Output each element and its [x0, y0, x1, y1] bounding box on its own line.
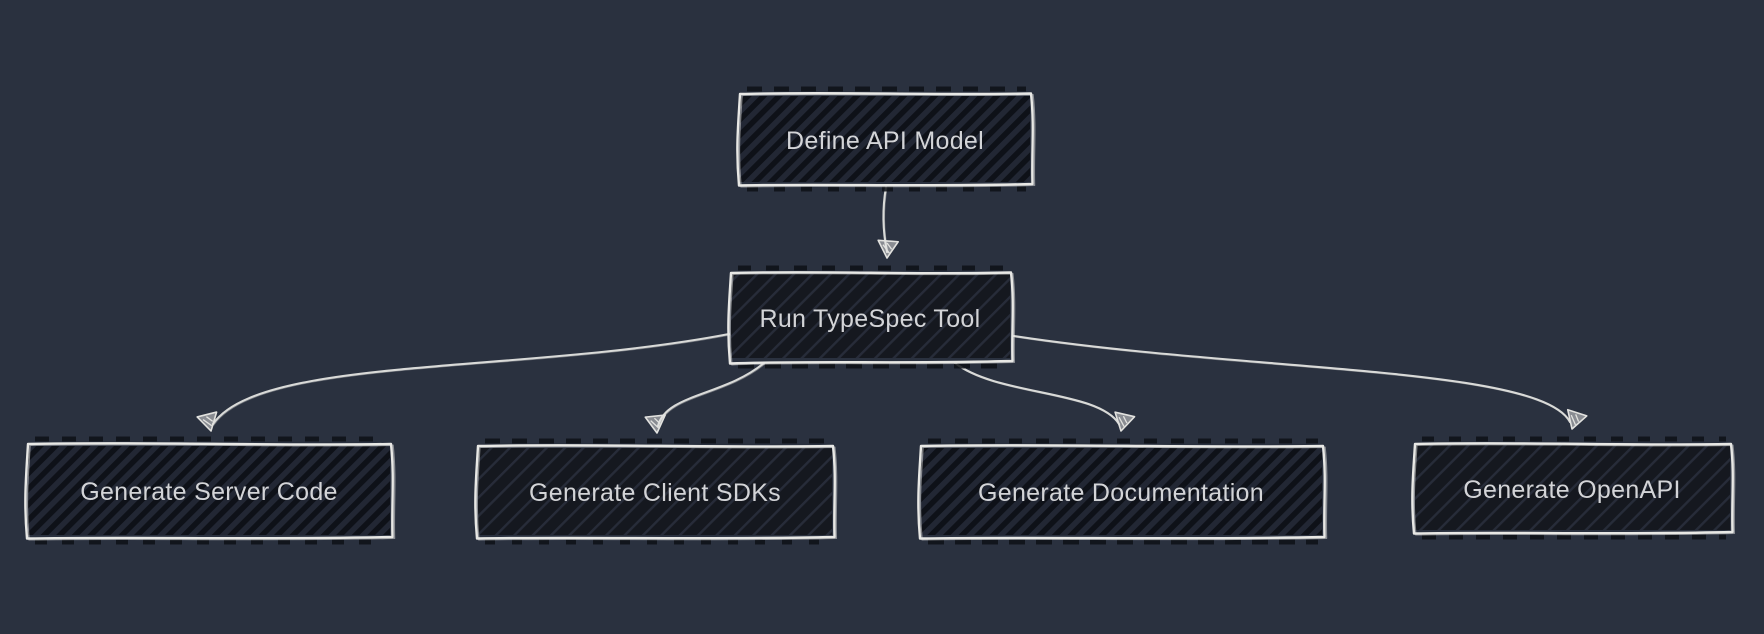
node-label: Generate Client SDKs: [529, 479, 781, 507]
node-label: Run TypeSpec Tool: [760, 305, 981, 333]
node-label: Generate Documentation: [978, 479, 1264, 507]
node-generate-documentation: Generate Documentation: [917, 438, 1328, 545]
edge-run-to-sdk: [644, 361, 766, 435]
edge-run-to-server: [196, 332, 731, 435]
edge-run-to-docs: [953, 361, 1136, 435]
edge-run-to-openapi: [1012, 334, 1588, 433]
node-label: Generate Server Code: [80, 478, 338, 506]
node-generate-server-code: Generate Server Code: [24, 436, 396, 545]
node-define-api-model: Define API Model: [736, 86, 1036, 192]
node-label: Generate OpenAPI: [1463, 476, 1680, 504]
node-generate-client-sdks: Generate Client SDKs: [474, 438, 838, 545]
node-generate-openapi: Generate OpenAPI: [1411, 436, 1736, 540]
node-run-typespec-tool: Run TypeSpec Tool: [727, 265, 1016, 369]
node-label: Define API Model: [786, 127, 984, 155]
edge-define-to-run: [876, 185, 899, 260]
